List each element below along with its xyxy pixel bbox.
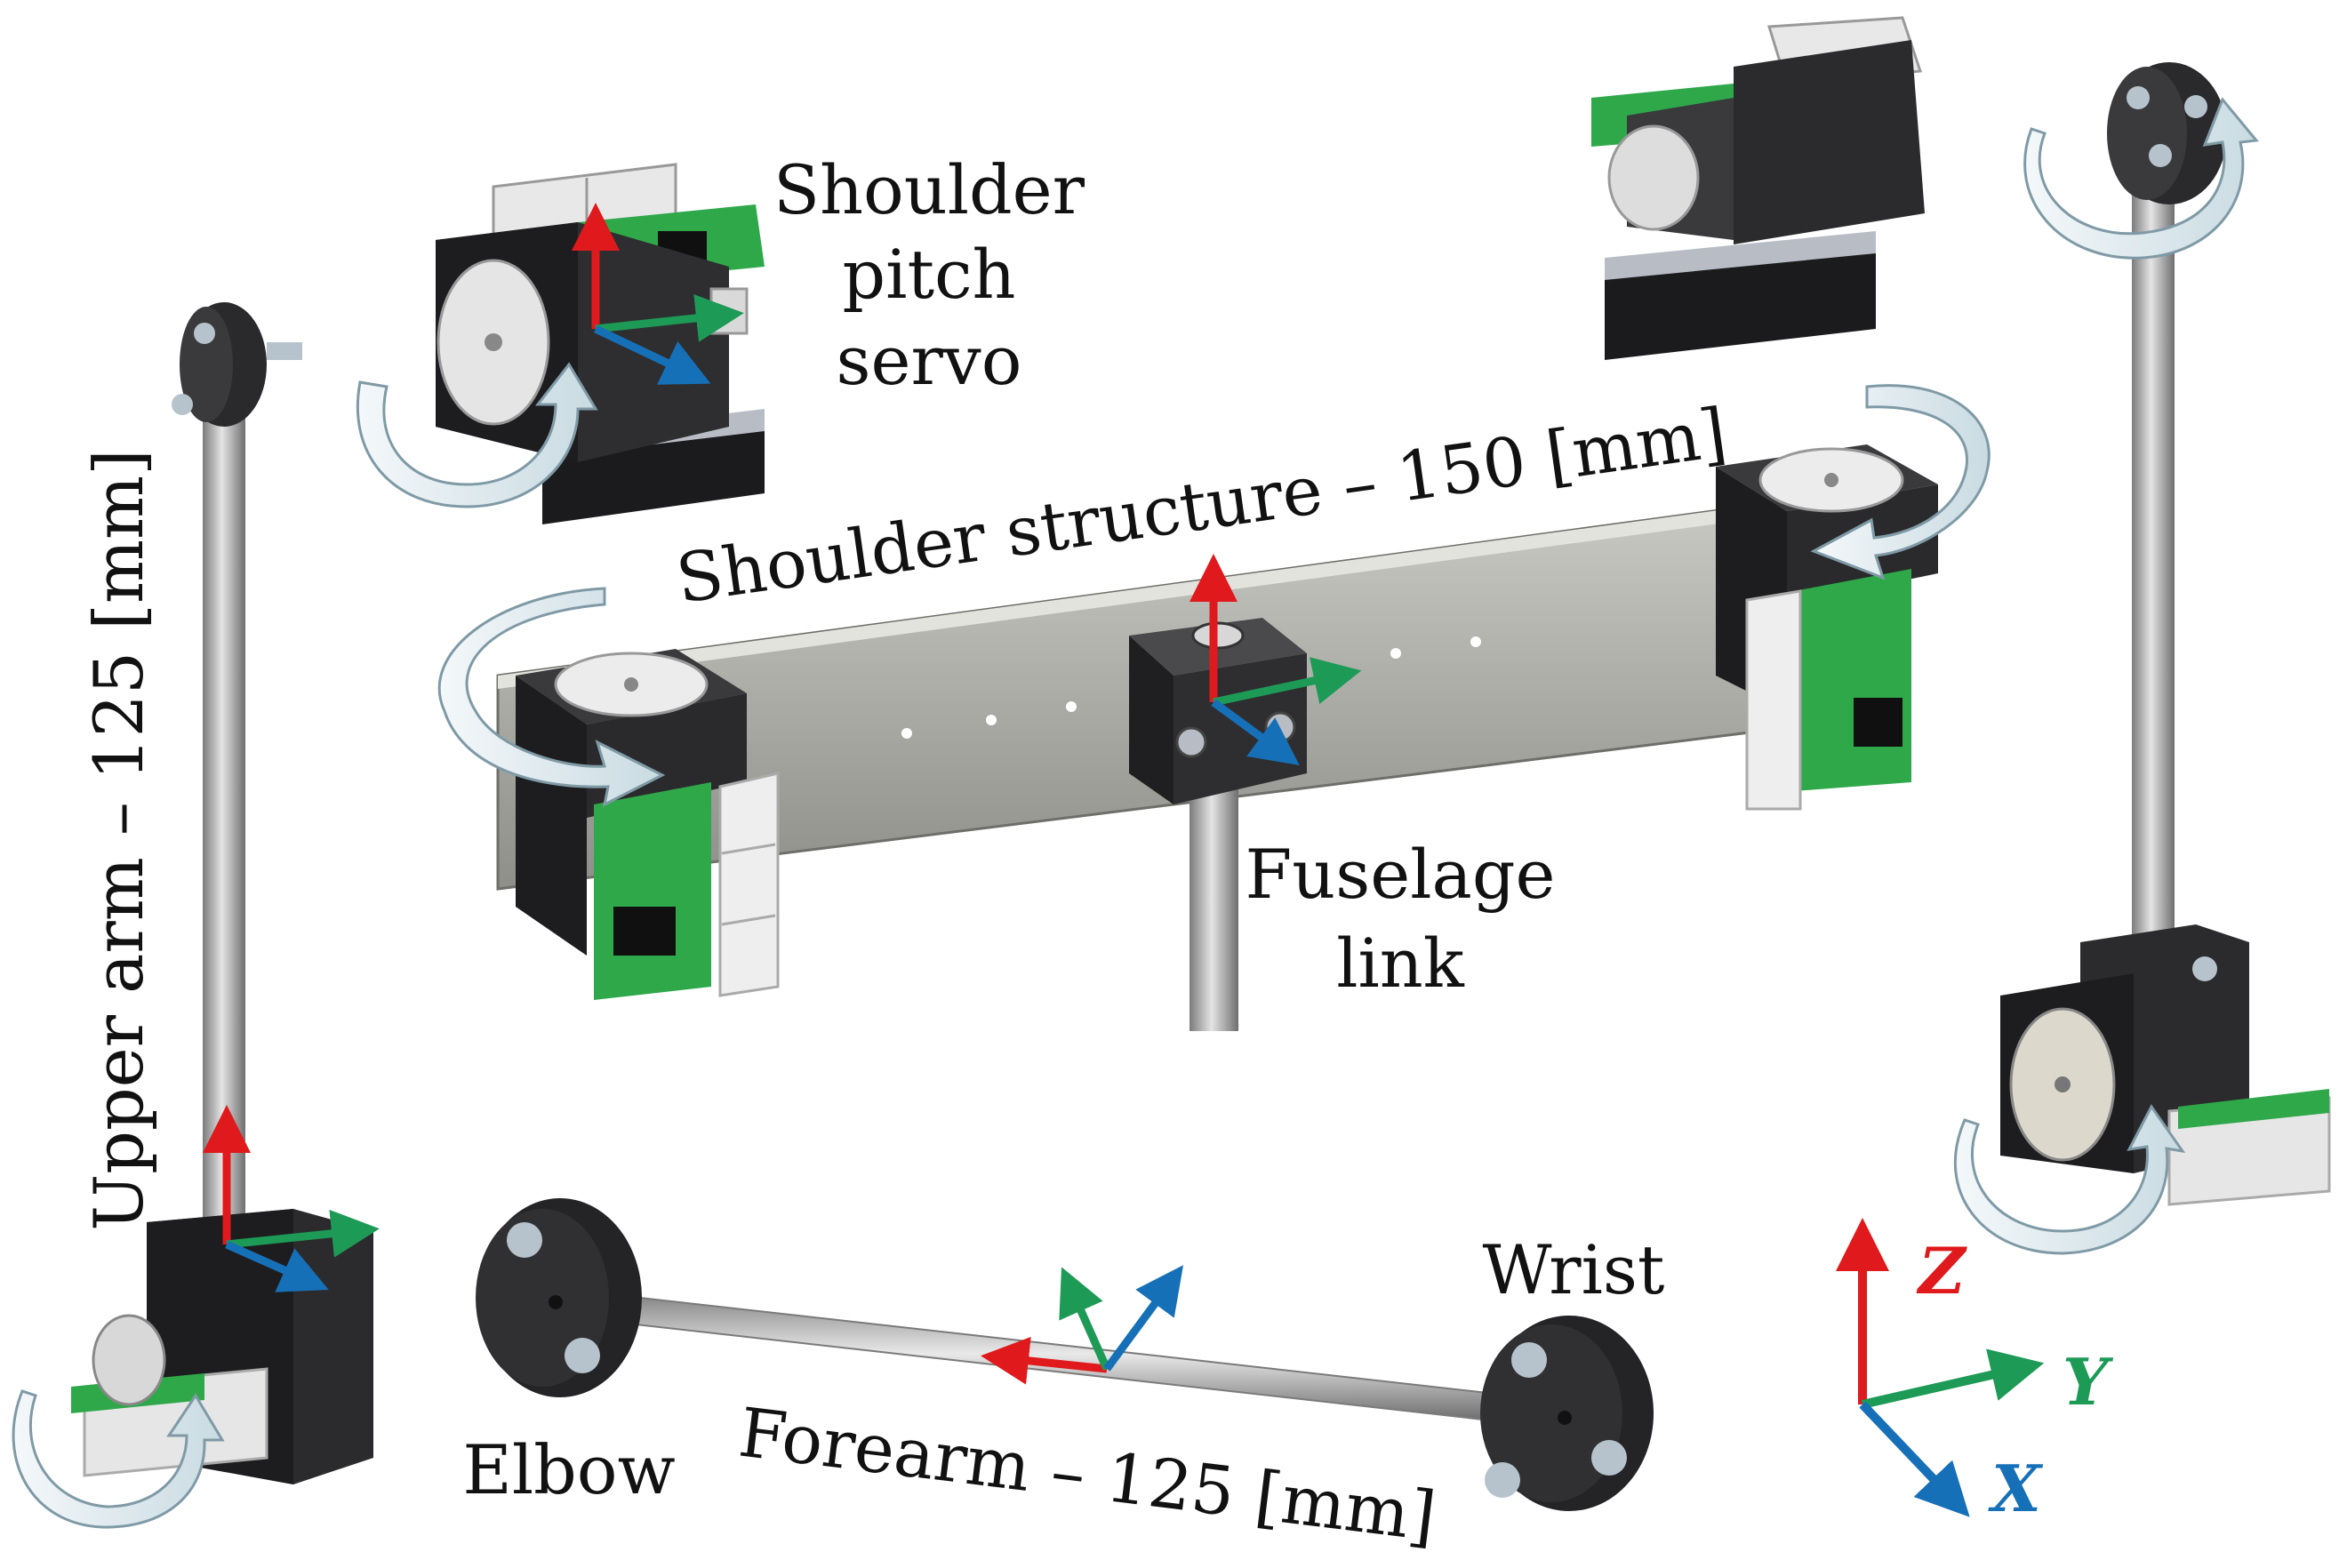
shoulder-pitch-servo-label-line1: Shoulder: [773, 150, 1085, 229]
right-arm-bottom-servo: [2000, 924, 2331, 1206]
shoulder-pitch-servo-label-line3: servo: [837, 321, 1022, 400]
top-right-servo: [1591, 16, 1925, 360]
upper-arm-label: Upper arm – 125 [mm]: [79, 449, 158, 1231]
fuselage-link-label-line2: link: [1336, 924, 1465, 1003]
right-arm-top-hub: [2107, 62, 2227, 204]
x-axis-arrow: [1859, 1401, 1970, 1517]
rotation-arrow-icon: [1954, 1104, 2186, 1255]
forearm-label: Forearm – 125 [mm]: [735, 1392, 1440, 1556]
global-axis-legend: Z Y X: [1836, 1218, 2114, 1526]
upper-arm-bottom-servo: [71, 1209, 373, 1484]
wrist-hub: [1480, 1316, 1654, 1511]
left-shoulder-servo: [516, 649, 780, 1000]
right-shoulder-servo: [1716, 444, 1938, 811]
fuselage-link-label-line1: Fuselage: [1246, 835, 1556, 914]
coordinate-frame-icon: [572, 203, 744, 385]
fuselage-link-rod: [1190, 782, 1238, 1031]
fuselage-mount-block: [1129, 618, 1307, 804]
coordinate-frame-icon: [203, 1105, 380, 1292]
shoulder-pitch-servo-label-line2: pitch: [842, 235, 1015, 314]
rotation-arrow-icon: [2023, 97, 2259, 260]
right-arm-rod: [2132, 151, 2175, 960]
shoulder-pitch-servo: [436, 163, 765, 524]
rotation-arrow-icon: [356, 362, 598, 508]
y-axis-label: Y: [2063, 1344, 2114, 1420]
rotation-arrow-icon: [12, 1389, 225, 1529]
elbow-label: Elbow: [462, 1430, 675, 1509]
x-axis-label: X: [1988, 1451, 2044, 1526]
rotation-arrow-icon: [1810, 384, 1991, 580]
y-axis-arrow: [1861, 1348, 2045, 1409]
coordinate-frame-icon: [981, 1265, 1184, 1385]
rotation-arrow-icon: [437, 587, 666, 807]
upper-arm-top-hub: [172, 302, 302, 427]
z-axis-label: Z: [1916, 1233, 1967, 1308]
wrist-label: Wrist: [1483, 1230, 1665, 1309]
elbow-hub: [476, 1198, 642, 1397]
coordinate-frame-icon: [1190, 554, 1362, 765]
